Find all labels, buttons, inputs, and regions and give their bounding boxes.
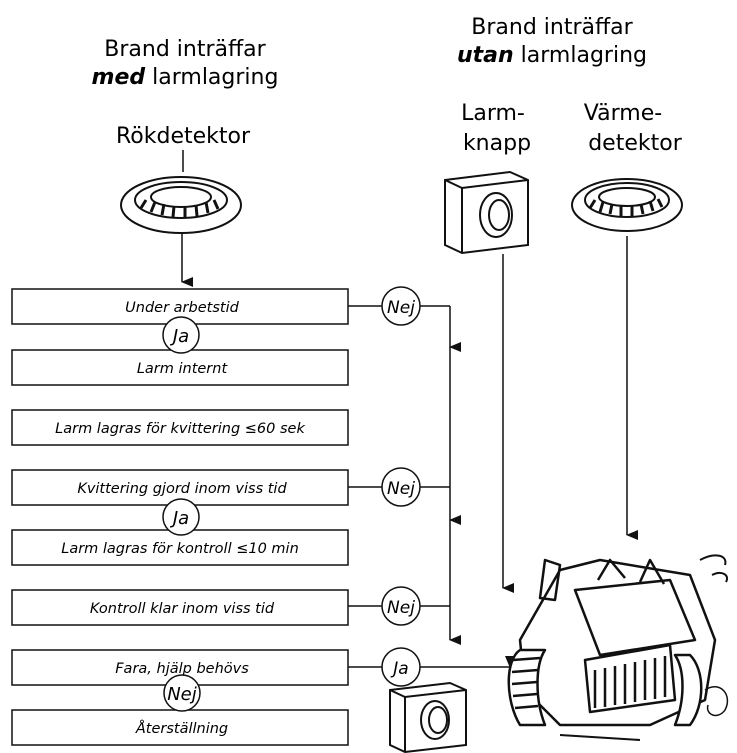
alarm-button-icon-bottom xyxy=(389,681,467,753)
step-box-2: Larm internt xyxy=(11,349,349,386)
heat-detector-label-line2: detektor xyxy=(588,131,682,156)
decision-yes-3-label: Ja xyxy=(390,659,408,679)
heading-with-storage: Brand inträffar med larmlagring xyxy=(92,37,279,90)
step-box-1: Under arbetstid xyxy=(11,288,349,325)
heading-with-storage-line2: med larmlagring xyxy=(92,65,279,90)
decision-no-2-label: Nej xyxy=(387,479,415,499)
heading-with-storage-bold: med xyxy=(92,65,146,90)
decision-yes-1: Ja xyxy=(162,316,200,354)
step-label-1: Under arbetstid xyxy=(125,300,239,316)
decision-no-2: Nej xyxy=(381,467,421,507)
alarm-button-label-line2: knapp xyxy=(463,131,531,156)
step-label-8: Återställning xyxy=(135,720,228,737)
alarm-button-icon xyxy=(444,170,529,255)
heading-without-storage-rest: larmlagring xyxy=(514,43,647,68)
step-box-3: Larm lagras för kvittering ≤60 sek xyxy=(11,409,349,446)
heading-without-storage-bold: utan xyxy=(457,43,514,68)
smoke-detector-label: Rökdetektor xyxy=(116,124,251,149)
step-box-4: Kvittering gjord inom viss tid xyxy=(11,469,349,506)
step-box-8: Återställning xyxy=(11,709,349,746)
step-label-5: Larm lagras för kontroll ≤10 min xyxy=(61,541,299,557)
fire-truck-illustration xyxy=(507,554,729,741)
heading-without-storage-line1: Brand inträffar xyxy=(471,15,633,40)
step-label-2: Larm internt xyxy=(137,361,229,377)
step-box-6: Kontroll klar inom viss tid xyxy=(11,589,349,626)
decision-no-3: Nej xyxy=(381,586,421,626)
decision-no-1-label: Nej xyxy=(387,298,415,318)
step-label-3: Larm lagras för kvittering ≤60 sek xyxy=(55,421,305,437)
step-label-4: Kvittering gjord inom viss tid xyxy=(77,481,287,497)
decision-no-1: Nej xyxy=(381,286,421,326)
decision-no-3-label: Nej xyxy=(387,598,415,618)
heat-detector-label-line1: Värme- xyxy=(584,101,662,126)
decision-yes-2-label: Ja xyxy=(170,508,189,529)
decision-no-bottom: Nej xyxy=(163,674,201,712)
heading-with-storage-line1: Brand inträffar xyxy=(104,37,266,62)
smoke-detector-icon xyxy=(120,176,242,234)
alarm-button-label-line1: Larm- xyxy=(461,101,525,126)
heading-without-storage: Brand inträffar utan larmlagring xyxy=(457,15,647,68)
heading-without-storage-line2: utan larmlagring xyxy=(457,43,647,68)
decision-yes-2: Ja xyxy=(162,498,200,536)
decision-yes-1-label: Ja xyxy=(170,326,189,347)
step-label-6: Kontroll klar inom viss tid xyxy=(90,601,275,617)
decision-no-bottom-label: Nej xyxy=(167,684,197,705)
decision-yes-3: Ja xyxy=(381,647,421,687)
heat-detector-icon xyxy=(571,178,683,232)
step-box-5: Larm lagras för kontroll ≤10 min xyxy=(11,529,349,566)
heading-with-storage-rest: larmlagring xyxy=(145,65,278,90)
step-label-7: Fara, hjälp behövs xyxy=(115,661,249,677)
